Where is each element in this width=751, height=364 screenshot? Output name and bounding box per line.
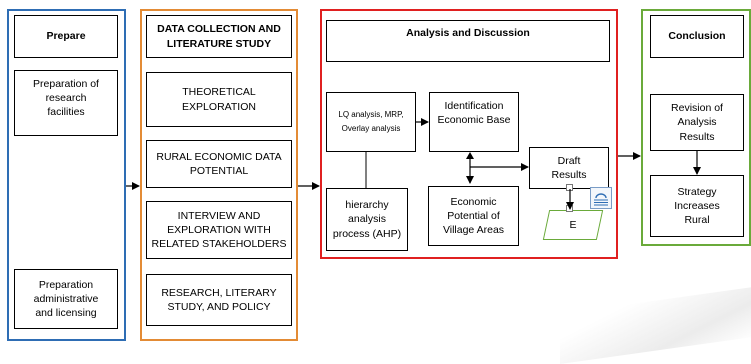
conclusion-header: Conclusion — [650, 15, 744, 58]
e-label: E — [569, 219, 577, 231]
selection-handle-bottom[interactable] — [566, 205, 573, 212]
lq-analysis-box: LQ analysis, MRP, Overlay analysis — [326, 92, 416, 152]
rural-economic-data-box: RURAL ECONOMIC DATA POTENTIAL — [146, 140, 292, 188]
interview-stakeholders-box: INTERVIEW AND EXPLORATION WITH RELATED S… — [146, 201, 292, 259]
selection-handle-top[interactable] — [566, 184, 573, 191]
identification-economic-base-box: Identification Economic Base — [429, 92, 519, 152]
prepare-header: Prepare — [14, 15, 118, 58]
research-facilities-box: Preparation of research facilities — [14, 70, 118, 136]
theoretical-exploration-box: THEORETICAL EXPLORATION — [146, 72, 292, 127]
data-collection-header: DATA COLLECTION AND LITERATURE STUDY — [146, 15, 292, 58]
administrative-licensing-box: Preparation administrative and licensing — [14, 269, 118, 329]
draft-results-box: Draft Results — [529, 147, 609, 189]
revision-analysis-box: Revision of Analysis Results — [650, 94, 744, 151]
ahp-box: hierarchy analysis process (AHP) — [326, 188, 408, 251]
economic-potential-box: Economic Potential of Village Areas — [428, 186, 519, 246]
page-shadow — [560, 285, 751, 364]
layout-options-icon[interactable] — [590, 187, 612, 209]
research-literary-box: RESEARCH, LITERARY STUDY, AND POLICY — [146, 274, 292, 326]
strategy-increases-rural-box: Strategy Increases Rural — [650, 175, 744, 237]
analysis-header: Analysis and Discussion — [326, 20, 610, 62]
